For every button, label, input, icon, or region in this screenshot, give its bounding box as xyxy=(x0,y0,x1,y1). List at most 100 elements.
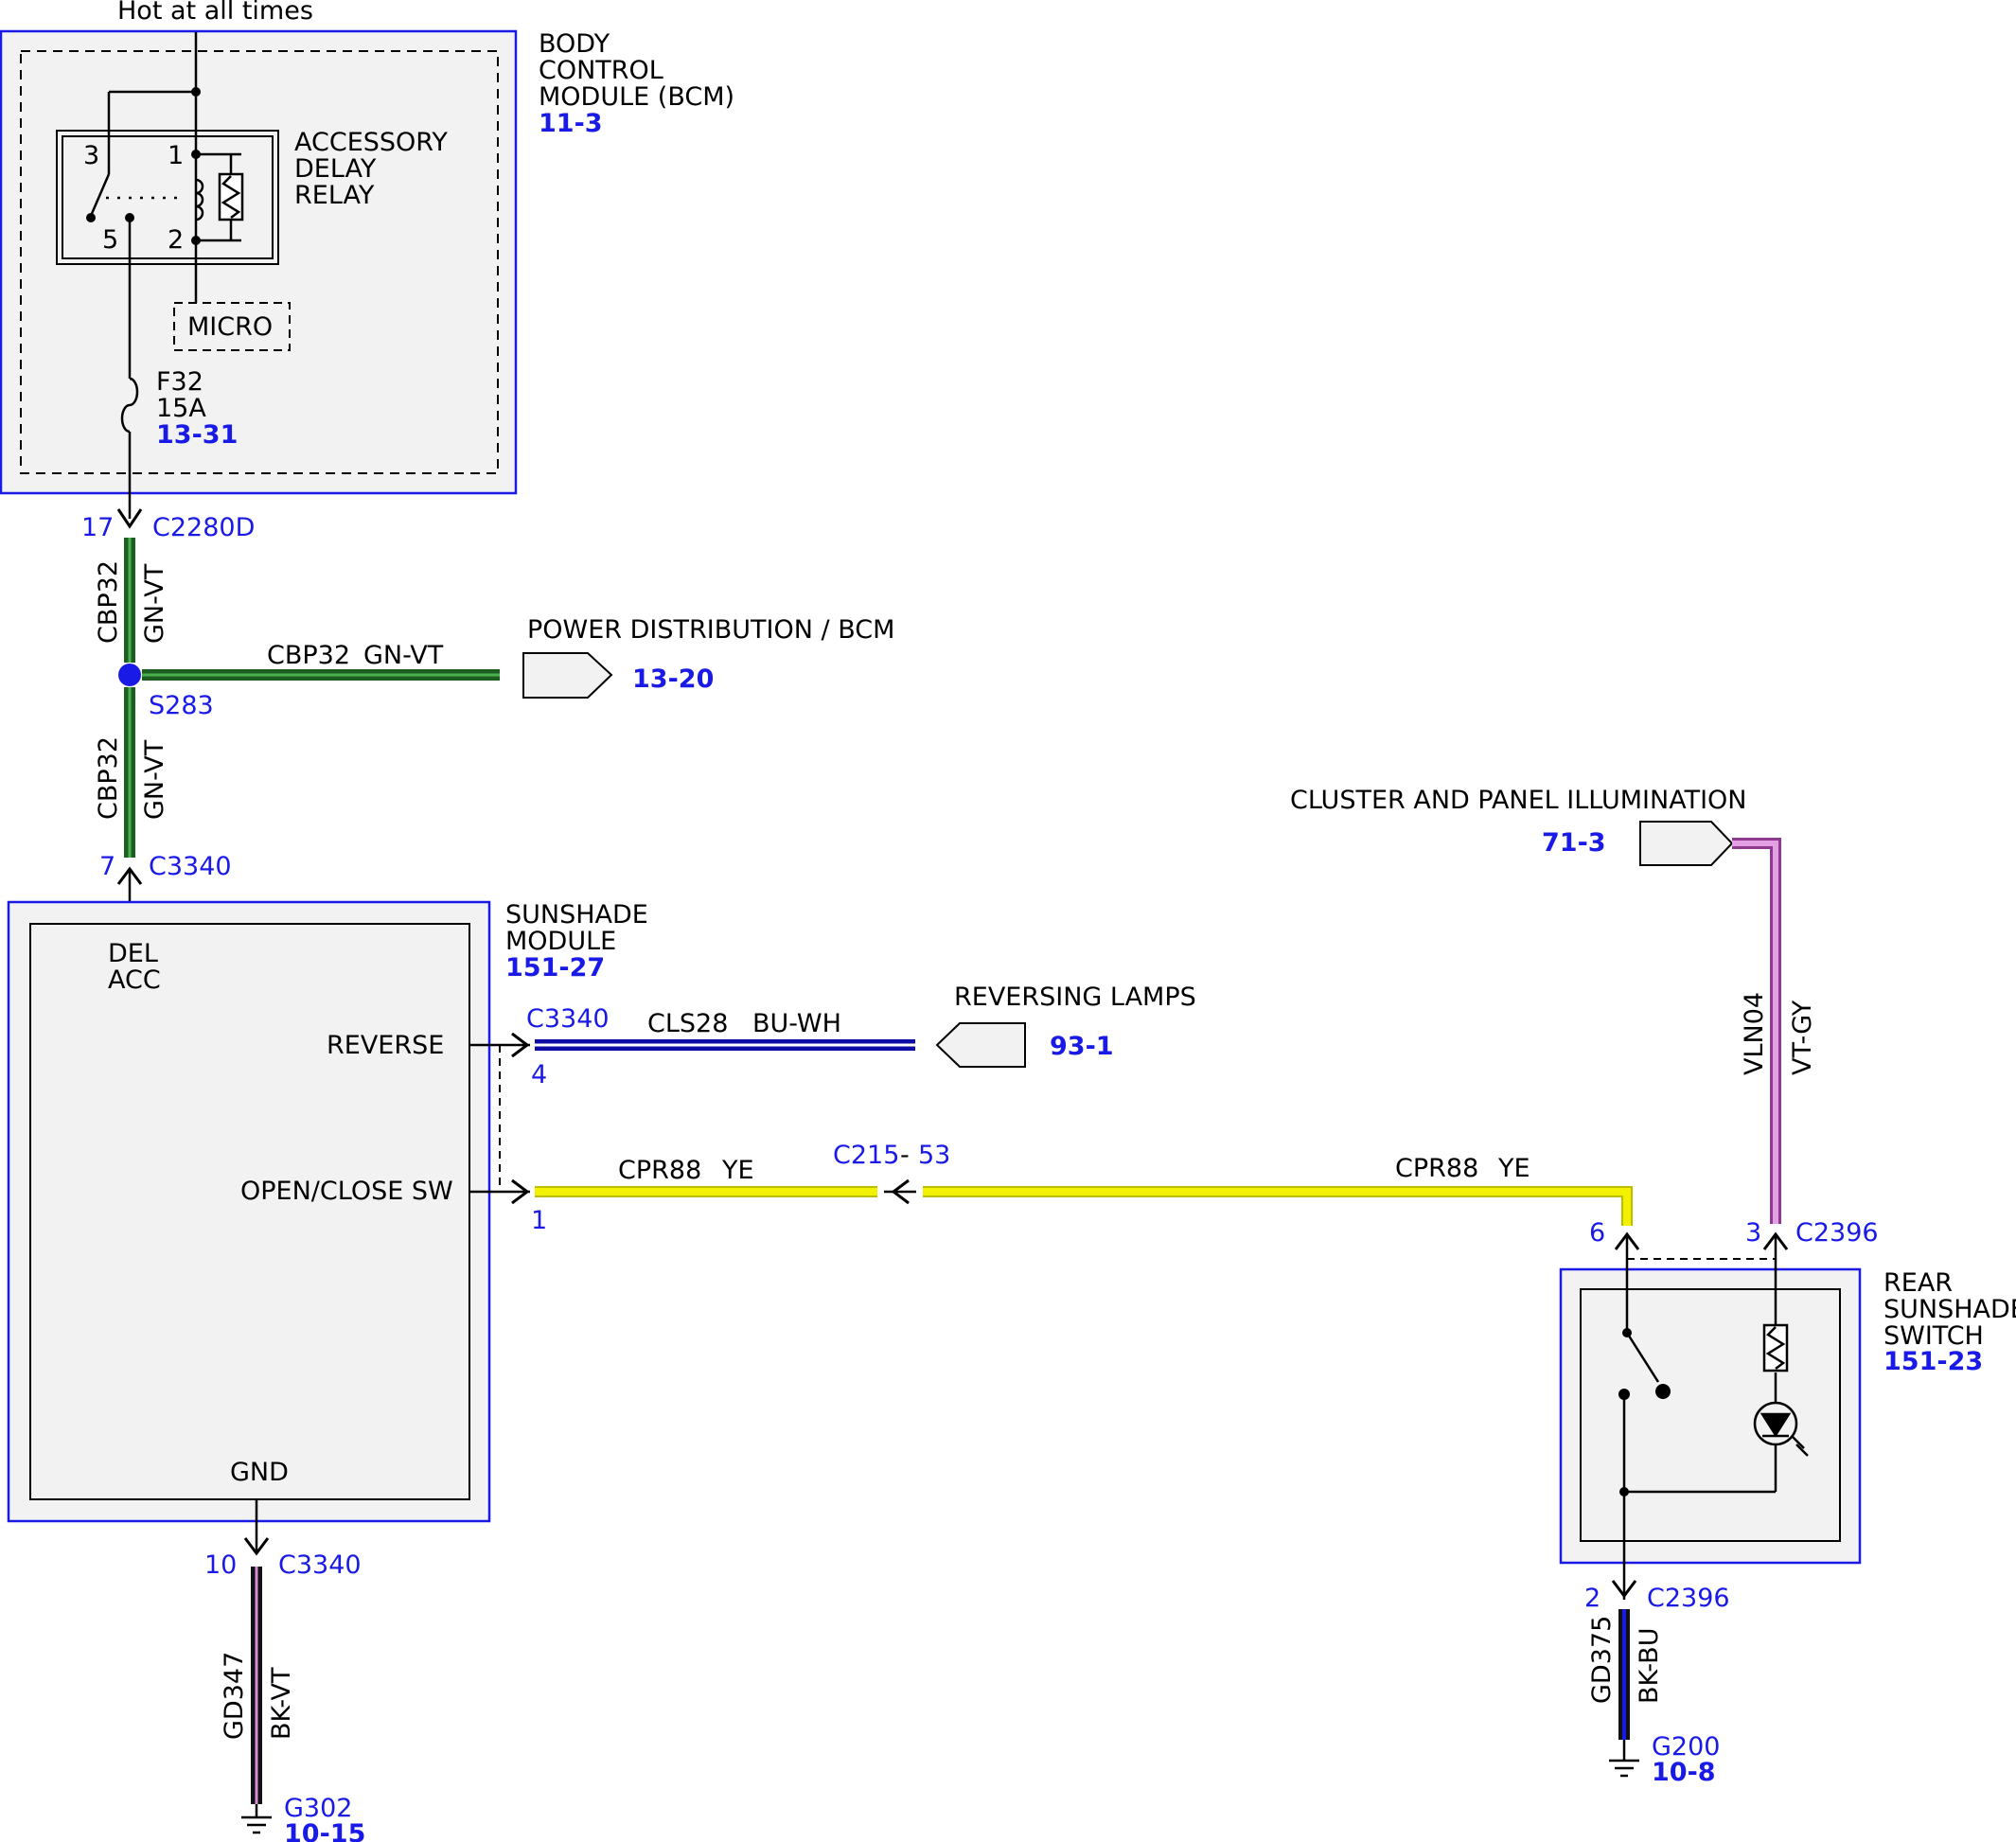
connector-c2396-gnd-icon xyxy=(1611,1580,1637,1599)
bcm-name-line1: BODY xyxy=(539,29,610,59)
c3340-reverse-pin: 4 xyxy=(531,1060,547,1089)
fuse-name: F32 xyxy=(156,367,203,397)
g302-ref[interactable]: 10-15 xyxy=(284,1819,365,1842)
gd375-color: BK-BU xyxy=(1635,1628,1664,1704)
relay-pin-5: 5 xyxy=(102,225,118,255)
c3340-reverse-name: C3340 xyxy=(526,1004,610,1034)
cbp32-lower-circuit: CBP32 xyxy=(94,736,123,820)
c2280d-name: C2280D xyxy=(152,513,255,542)
cluster-illumination-label: CLUSTER AND PANEL ILLUMINATION xyxy=(1290,786,1747,815)
switch-internal-wiring xyxy=(1622,1234,1777,1600)
cluster-illumination-ref[interactable]: 71-3 xyxy=(1542,828,1606,858)
cbp32-branch-circuit: CBP32 xyxy=(267,641,350,670)
cbp32-upper-color: GN-VT xyxy=(140,563,169,644)
cpr88-left-color: YE xyxy=(721,1156,754,1185)
cluster-illumination-ref-arrow[interactable] xyxy=(1639,821,1734,866)
accessory-delay-relay xyxy=(56,130,279,265)
c215-name: C215 xyxy=(833,1141,899,1170)
pin-del: DEL xyxy=(108,939,158,968)
relay-pin-2: 2 xyxy=(168,225,184,255)
relay-pin-1: 1 xyxy=(168,141,184,170)
rear-switch-ref[interactable]: 151-23 xyxy=(1883,1347,1983,1376)
reversing-lamps-ref[interactable]: 93-1 xyxy=(1050,1032,1114,1061)
fuse-icon xyxy=(120,218,139,519)
power-label: Hot at all times xyxy=(117,0,313,26)
bcm-ref[interactable]: 11-3 xyxy=(539,109,603,138)
connector-c3340-reverse-icon xyxy=(511,1032,530,1058)
wire-cpr88-right xyxy=(923,1186,1633,1226)
c2396-illum-name: C2396 xyxy=(1795,1218,1879,1248)
micro-label: MICRO xyxy=(187,312,273,342)
gd347-circuit: GD347 xyxy=(220,1652,249,1740)
sunshade-name-line1: SUNSHADE xyxy=(505,900,648,930)
relay-switch xyxy=(89,173,180,217)
vln04-color: VT-GY xyxy=(1788,1000,1817,1075)
cbp32-branch-color: GN-VT xyxy=(363,641,444,670)
g200-ref[interactable]: 10-8 xyxy=(1652,1758,1716,1787)
relay-pin-3: 3 xyxy=(83,141,99,170)
c2396-illum-pin: 3 xyxy=(1745,1218,1761,1248)
c3340-top-pin: 7 xyxy=(99,852,115,881)
splice-s283 xyxy=(118,664,141,686)
cpr88-right-circuit: CPR88 xyxy=(1395,1154,1478,1183)
c215-sep: - xyxy=(900,1141,910,1170)
connector-c2280d-icon xyxy=(116,508,143,529)
g200-name: G200 xyxy=(1652,1732,1720,1762)
relay-name-line2: DELAY xyxy=(294,154,377,184)
led-icon xyxy=(1753,1401,1809,1457)
bcm-name-line2: CONTROL xyxy=(539,56,663,85)
rear-sunshade-switch xyxy=(1559,1267,1862,1565)
cls28-circuit: CLS28 xyxy=(647,1009,728,1038)
c2396-sw-pin: 6 xyxy=(1589,1218,1605,1248)
pin-acc: ACC xyxy=(108,965,161,995)
pin-gnd: GND xyxy=(230,1458,289,1487)
sunshade-name-line2: MODULE xyxy=(505,927,616,956)
rear-switch-name-line3: SWITCH xyxy=(1883,1321,1984,1351)
power-feed xyxy=(107,32,198,303)
cbp32-lower-color: GN-VT xyxy=(140,739,169,820)
reversing-lamps-label: REVERSING LAMPS xyxy=(954,983,1196,1012)
cpr88-left-circuit: CPR88 xyxy=(618,1156,701,1185)
power-distribution-label: POWER DISTRIBUTION / BCM xyxy=(527,615,894,645)
ground-icon xyxy=(1609,1740,1639,1778)
resistor-icon xyxy=(1762,1323,1789,1373)
sunshade-output-lines xyxy=(469,1043,530,1194)
fuse-rating: 15A xyxy=(156,394,206,423)
ground-icon xyxy=(241,1804,272,1834)
c215-pin: 53 xyxy=(918,1141,950,1170)
rear-switch-name-line2: SUNSHADE xyxy=(1883,1295,2016,1324)
c2280d-pin: 17 xyxy=(81,513,114,542)
pin-open-close: OPEN/CLOSE SW xyxy=(240,1177,453,1206)
c3340-gnd-name: C3340 xyxy=(278,1550,362,1580)
relay-name-line3: RELAY xyxy=(294,181,375,210)
cpr88-right-color: YE xyxy=(1497,1154,1530,1183)
c3340-top-name: C3340 xyxy=(149,852,232,881)
sunshade-ref[interactable]: 151-27 xyxy=(505,953,605,983)
power-distribution-ref[interactable]: 13-20 xyxy=(632,664,714,694)
fuse-ref[interactable]: 13-31 xyxy=(156,420,238,450)
reversing-lamps-ref-arrow[interactable] xyxy=(935,1022,1026,1068)
cbp32-upper-circuit: CBP32 xyxy=(94,560,123,644)
splice-name: S283 xyxy=(149,691,214,720)
micro-box xyxy=(173,302,291,351)
junction-dot xyxy=(191,87,201,97)
pin-reverse: REVERSE xyxy=(327,1031,444,1060)
bcm-module xyxy=(0,29,518,495)
cls28-color: BU-WH xyxy=(752,1009,841,1038)
c2396-gnd-pin: 2 xyxy=(1584,1584,1600,1613)
connector-c3340-openclose-icon xyxy=(511,1178,530,1205)
bcm-name-line3: MODULE (BCM) xyxy=(539,82,734,112)
vln04-circuit: VLN04 xyxy=(1740,992,1769,1075)
c2396-gnd-name: C2396 xyxy=(1647,1584,1730,1613)
c3340-openclose-pin: 1 xyxy=(531,1206,547,1235)
sunshade-module xyxy=(7,900,491,1523)
wire-vln04 xyxy=(1732,838,1781,1224)
power-distribution-ref-arrow[interactable] xyxy=(522,652,613,699)
g302-name: G302 xyxy=(284,1794,352,1823)
gd375-circuit: GD375 xyxy=(1587,1616,1617,1704)
gd347-color: BK-VT xyxy=(267,1667,296,1740)
relay-coil-icon xyxy=(195,152,244,242)
c3340-gnd-pin: 10 xyxy=(204,1550,237,1580)
relay-name-line1: ACCESSORY xyxy=(294,128,448,157)
